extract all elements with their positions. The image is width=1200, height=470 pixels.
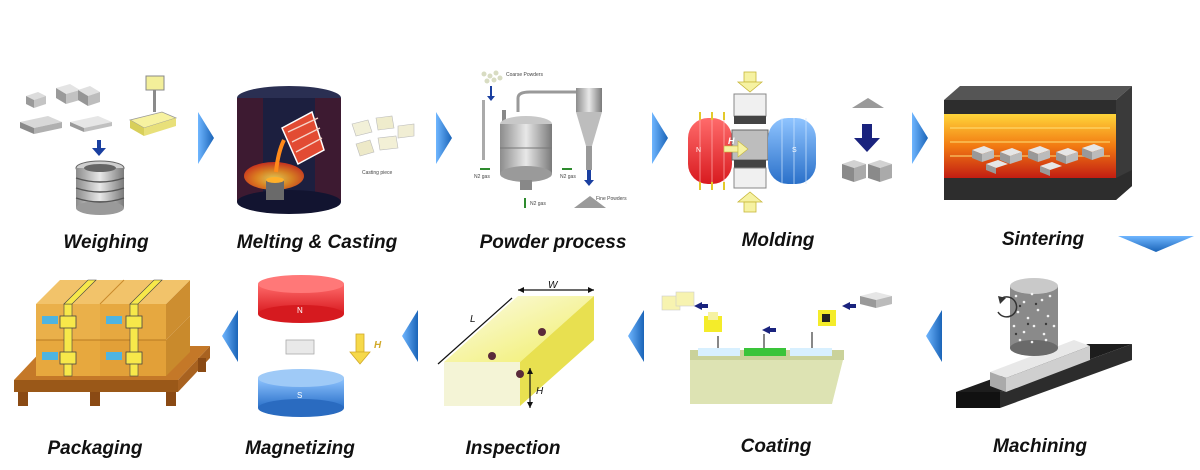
step-label-coating: Coating (740, 436, 812, 457)
coating-tank (690, 332, 844, 404)
coil-n-label: N (696, 147, 701, 154)
magnet-h-label: H (374, 340, 382, 351)
magnet-s-label: S (297, 391, 302, 400)
workpiece-bar (990, 340, 1090, 392)
arrow-left-icon (628, 310, 644, 362)
weighing-scale-icon (128, 75, 178, 136)
coating-flow-arrows (694, 302, 856, 334)
step-label-magnetizing: Magnetizing (245, 438, 355, 459)
melting-casting-illustration: Casting piece (237, 86, 415, 214)
field-arrow-down-icon: H (349, 333, 382, 365)
dimension-w: W (518, 280, 594, 293)
yellow-side-arrows (699, 112, 725, 190)
step-label-melting-casting: Melting & Casting (236, 232, 398, 253)
casting-piece-note: Casting piece (362, 170, 393, 176)
weighing-illustration (20, 75, 178, 215)
coarse-powders-note: Coarse Powders (506, 72, 543, 78)
packaging-illustration (14, 279, 210, 406)
dimension-l: L (437, 297, 513, 365)
sintered-parts (972, 144, 1104, 176)
step-label-weighing: Weighing (63, 232, 149, 253)
mill-vessel-icon (482, 90, 578, 190)
casting-pieces: Casting piece (351, 115, 415, 176)
magnet-sample (285, 339, 315, 355)
press-arrow-bottom-icon (736, 191, 764, 213)
lower-punch (733, 167, 767, 189)
step-label-machining: Machining (993, 436, 1087, 457)
flow-arrows (198, 112, 1194, 362)
fine-powders-note: Fine Powders (596, 196, 627, 202)
machining-illustration (956, 278, 1132, 408)
coarse-powder-pile: Coarse Powders (481, 70, 543, 101)
step-label-packaging: Packaging (47, 438, 143, 459)
compacted-blocks (842, 98, 892, 182)
arrow-down-icon (92, 140, 106, 156)
upper-punch (733, 93, 767, 117)
coil-s-icon: S (768, 118, 816, 184)
coating-illustration (661, 291, 892, 404)
magnet-s-icon: S (258, 369, 344, 417)
arrow-left-icon (402, 310, 418, 362)
furnace-chamber (944, 114, 1116, 178)
step-label-sintering: Sintering (1001, 229, 1085, 250)
field-arrow-icon: H (723, 136, 749, 158)
field-h-label: H (728, 136, 735, 146)
arrow-right-icon (198, 112, 214, 164)
gas-note-3: N2 gas (530, 201, 546, 207)
step-label-molding: Molding (741, 230, 815, 251)
arrow-down-icon (1118, 236, 1194, 252)
magnet-n-label: N (297, 306, 303, 315)
magnet-n-icon: N (258, 275, 344, 323)
dim-l-label: L (470, 314, 476, 325)
coating-holders (661, 291, 892, 332)
step-label-inspection: Inspection (465, 438, 561, 459)
inspection-illustration: W L H (437, 280, 594, 408)
rotation-arrow-icon (997, 296, 1018, 318)
cyclone-icon: Fine Powders (574, 88, 627, 208)
boxes-stack (36, 279, 190, 377)
defect-dots (488, 328, 546, 378)
arrow-left-icon (222, 310, 238, 362)
crucible-icon (75, 160, 125, 215)
molding-illustration: N H S (688, 71, 892, 213)
grinding-wheel-icon (1010, 278, 1058, 356)
coil-n-icon: N (688, 118, 732, 184)
furnace-cylinder (237, 86, 341, 214)
dim-w-label: W (548, 280, 559, 291)
gas-note-1: N2 gas (474, 174, 490, 180)
dim-h-label: H (536, 386, 544, 397)
ladle-icon (274, 110, 325, 173)
gas-inlets: N2 gas N2 gas N2 gas (474, 168, 576, 208)
arrow-right-icon (436, 112, 452, 164)
step-label-powder-process: Powder process (479, 232, 627, 253)
dimension-h: H (527, 368, 544, 408)
magnetizing-illustration: N H S (258, 275, 382, 417)
arrow-right-icon (652, 112, 668, 164)
arrow-left-icon (926, 310, 942, 362)
gas-note-2: N2 gas (560, 174, 576, 180)
arrow-right-icon (912, 112, 928, 164)
powder-process-illustration: Coarse Powders Fine Powders N2 gas (474, 70, 627, 208)
press-arrow-top-icon (736, 71, 764, 93)
sintering-illustration (944, 86, 1132, 200)
coil-s-label: S (792, 147, 797, 154)
metal-chunks (20, 84, 112, 134)
